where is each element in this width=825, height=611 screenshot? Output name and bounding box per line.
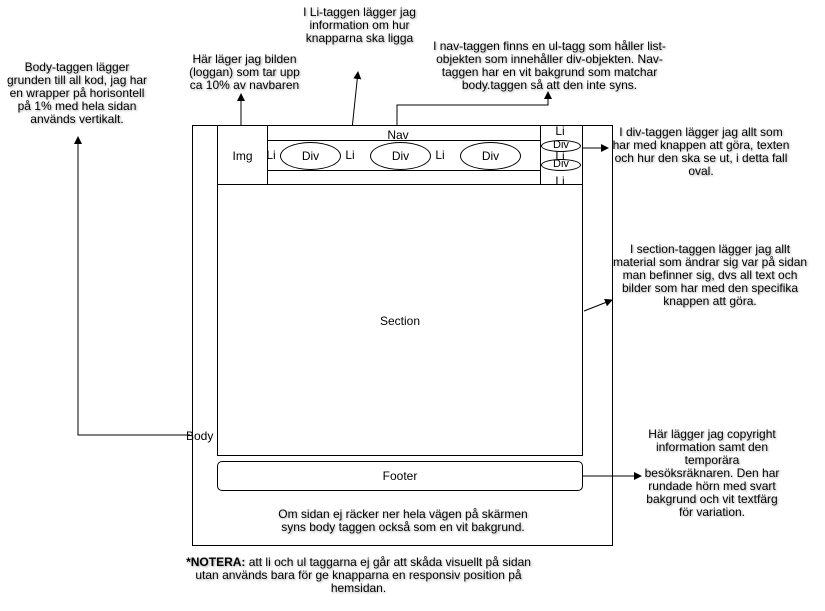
li-note: I Li-taggen lägger jag information om hu…	[303, 5, 416, 45]
div-label-1: Div	[301, 149, 320, 163]
li-label-5: Li	[555, 149, 565, 163]
div-label-3: Div	[481, 149, 500, 163]
li-label-3: Li	[435, 148, 445, 162]
footer-note: Här lägger jag copyright information sam…	[644, 427, 780, 519]
li-label-4: Li	[555, 124, 565, 138]
notera-text: att li och ul taggarna ej går att skåda …	[195, 555, 531, 595]
arrow-section	[583, 298, 613, 312]
div-label-2: Div	[391, 149, 410, 163]
div-label-5: Div	[553, 158, 569, 170]
div-oval-1: Div	[280, 142, 341, 170]
div-oval-3: Div	[460, 142, 521, 170]
div-oval-4	[541, 140, 581, 152]
img-note: Här läger jag bilden (loggan) som tar up…	[189, 52, 300, 92]
body-note: Body-taggen lägger grunden till all kod,…	[6, 60, 148, 126]
li-label-6: Li	[555, 174, 565, 188]
div-oval-2: Div	[370, 142, 431, 170]
div-label-4: Div	[553, 139, 569, 151]
div-oval-5	[541, 159, 581, 171]
li-label-2: Li	[345, 148, 355, 162]
section-box: Section	[217, 184, 583, 456]
img-label: Img	[232, 149, 253, 163]
footer-box: Footer	[217, 461, 583, 491]
div-note: I div-taggen lägger jag allt som har med…	[612, 125, 790, 178]
section-note: I section-taggen lägger jag allt materia…	[612, 242, 808, 308]
arrow-body	[74, 136, 190, 436]
notera-bold: *NOTERA:	[186, 555, 246, 569]
nav-label: Nav	[387, 128, 409, 142]
section-label: Section	[379, 314, 421, 328]
body-label: Body	[186, 429, 214, 443]
li-label-1: Li	[266, 148, 276, 162]
img-box: Img	[217, 125, 268, 185]
bottom-note: Om sidan ej räcker ner hela vägen på skä…	[278, 507, 528, 534]
nav-note: I nav-taggen finns en ul-tagg som håller…	[433, 39, 666, 92]
footer-label: Footer	[382, 469, 418, 483]
arrow-nav	[396, 91, 552, 125]
notera-note: *NOTERA: att li och ul taggarna ej går a…	[180, 556, 537, 595]
